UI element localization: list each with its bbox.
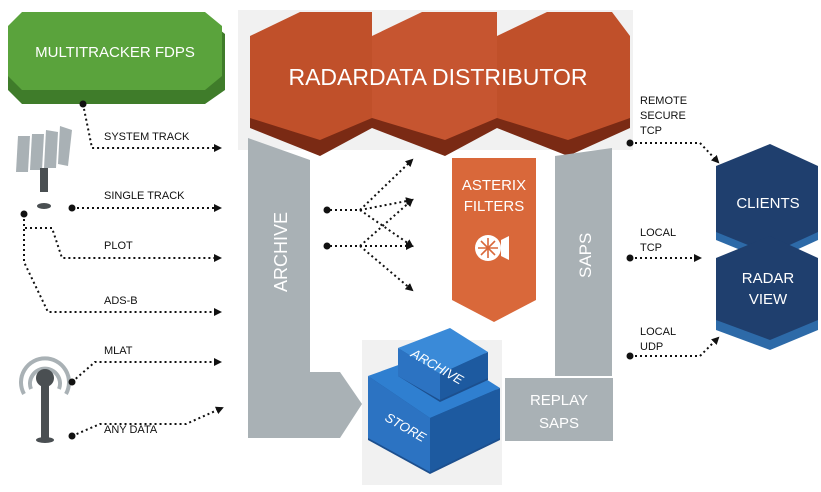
input-connector-dots [20,100,87,440]
radar-view-block: RADAR VIEW [716,236,818,350]
asterix-filters-block: ASTERIX FILTERS [452,158,536,322]
input-label-ads-b: ADS-B [104,295,138,307]
distributor-label: RADARDATA DISTRIBUTOR [288,64,587,90]
radar-antenna-icon [16,126,72,209]
local-tcp-line1: LOCAL [640,227,676,239]
filter-icon [475,235,509,261]
output-connector-dots [626,139,634,360]
archive-column: ARCHIVE [248,138,362,438]
remote-line3: TCP [640,125,662,137]
output-connectors [630,142,720,357]
saps-label: SAPS [576,233,595,278]
input-labels: SYSTEM TRACK SINGLE TRACK PLOT ADS-B MLA… [104,131,190,436]
output-labels: REMOTE SECURE TCP LOCAL TCP LOCAL UDP [640,95,687,353]
replay-line2: SAPS [539,415,579,432]
remote-line1: REMOTE [640,95,687,107]
multitracker-block: MULTITRACKER FDPS [8,12,225,104]
radar-view-line2: VIEW [749,291,788,308]
replay-saps-block: REPLAY SAPS [505,378,613,441]
replay-line1: REPLAY [530,392,588,409]
input-label-plot: PLOT [104,240,133,252]
multitracker-label: MULTITRACKER FDPS [35,44,195,61]
asterix-line1: ASTERIX [462,177,526,194]
internal-fan-arrows [323,158,414,292]
archive-store-block: ARCHIVE STORE [362,328,502,485]
local-udp-line1: LOCAL [640,326,676,338]
input-label-any-data: ANY DATA [104,424,158,436]
local-tcp-line2: TCP [640,242,662,254]
radar-view-line1: RADAR [742,270,795,287]
clients-label: CLIENTS [736,195,799,212]
input-connectors [23,103,224,437]
saps-column: SAPS [555,148,612,376]
remote-line2: SECURE [640,110,686,122]
clients-block: CLIENTS [716,144,818,262]
input-label-single-track: SINGLE TRACK [104,190,185,202]
archive-label: ARCHIVE [271,212,291,292]
input-label-mlat: MLAT [104,345,133,357]
distributor-block: RADARDATA DISTRIBUTOR [250,12,630,156]
input-label-system-track: SYSTEM TRACK [104,131,190,143]
broadcast-antenna-icon [19,356,71,443]
local-udp-line2: UDP [640,341,663,353]
asterix-line2: FILTERS [464,198,525,215]
